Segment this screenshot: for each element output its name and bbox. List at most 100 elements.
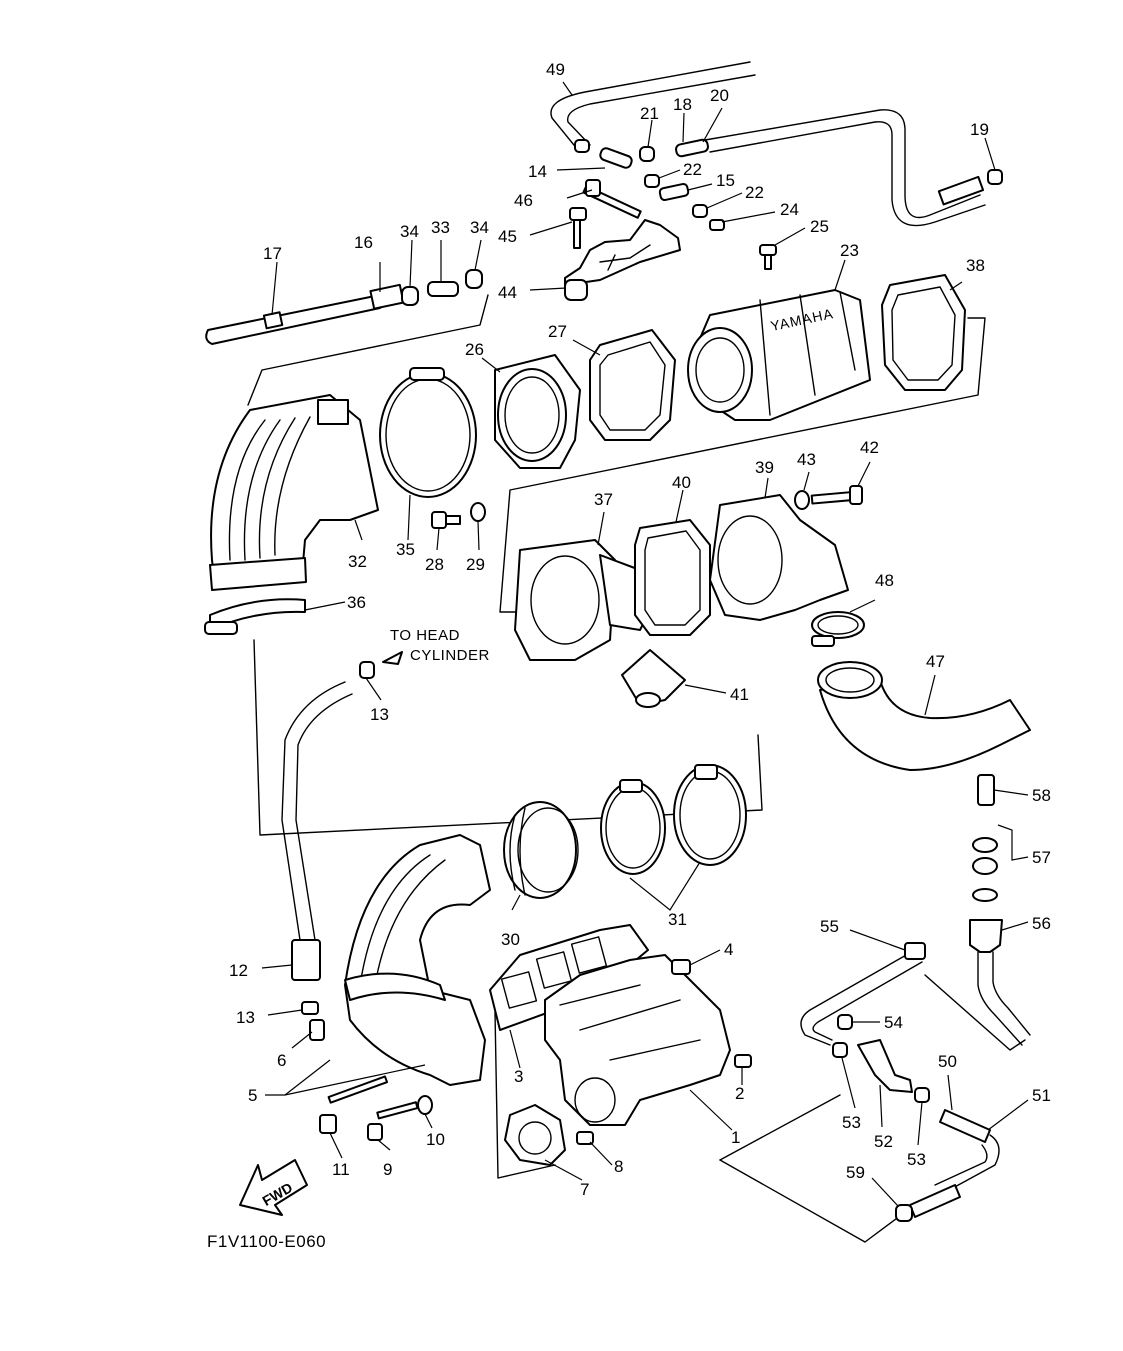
clamp-31a (600, 781, 666, 875)
callout-18: 18 (673, 95, 692, 114)
callout-51: 51 (1032, 1086, 1051, 1105)
callout-37: 37 (594, 490, 613, 509)
callout-48: 48 (875, 571, 894, 590)
callout-45: 45 (498, 227, 517, 246)
bolt-28-shaft (445, 515, 461, 525)
clamp-53a (832, 1042, 848, 1058)
gasket-3 (489, 924, 649, 1031)
fitting-58 (977, 774, 995, 806)
clamp-21 (639, 146, 655, 162)
gasket-38 (881, 274, 966, 391)
callout-29: 29 (466, 555, 485, 574)
chamber-39-ring (717, 515, 783, 605)
clamp-48-screw (811, 635, 835, 647)
callout-1: 1 (731, 1128, 740, 1147)
bolt-11-head (319, 1114, 337, 1134)
manifold-1 (544, 954, 731, 1126)
clamp-22b (692, 204, 708, 218)
callout-46: 46 (514, 191, 533, 210)
muffler-23-outlet (687, 327, 753, 413)
callout-44: 44 (498, 283, 517, 302)
clamp-53b (914, 1087, 930, 1103)
callout-10: 10 (426, 1130, 445, 1149)
callout-4: 4 (724, 940, 733, 959)
callout-23: 23 (840, 241, 859, 260)
elbow-5-flange (344, 972, 446, 1001)
bolt-42 (810, 491, 854, 505)
gasket-7-hole (518, 1121, 552, 1155)
clamp-59 (895, 1204, 913, 1222)
callout-57: 57 (1032, 848, 1051, 867)
group-line-hose (924, 974, 1026, 1051)
gasket-3-port-a (500, 971, 538, 1009)
gasket-27-inner (599, 341, 666, 431)
clamp-19 (987, 169, 1003, 185)
hose-20-run-inner (709, 121, 986, 227)
callout-42: 42 (860, 438, 879, 457)
manifold-1-detail (559, 984, 701, 1061)
gasket-40-inner (644, 530, 701, 626)
gasket-7 (504, 1104, 566, 1166)
bracket-44 (564, 219, 681, 286)
callout-52: 52 (874, 1132, 893, 1151)
callout-11: 11 (332, 1160, 350, 1179)
callout-58: 58 (1032, 786, 1051, 805)
hose-12-end (291, 939, 321, 981)
elbow-32-flange (209, 557, 307, 591)
callout-3: 3 (514, 1067, 523, 1086)
hose-51 (939, 1134, 1000, 1196)
callout-22a: 22 (683, 160, 702, 179)
nut-57b (972, 857, 998, 875)
flange-26-ring (497, 368, 567, 462)
fitting-56 (969, 919, 1003, 953)
hose-17 (205, 295, 381, 345)
hose-56-inner (992, 951, 1031, 1036)
clamp-34a (401, 286, 419, 306)
hose-12 (281, 681, 346, 976)
callout-36: 36 (347, 593, 366, 612)
hose-50 (939, 1109, 991, 1143)
bolt-25 (764, 254, 772, 270)
clamp-36-screw (204, 621, 238, 635)
sleeve-30-ribs (509, 807, 526, 896)
callout-12: 12 (229, 961, 248, 980)
callout-20: 20 (710, 86, 729, 105)
hose-12-inner (295, 693, 353, 976)
fwd-arrow (239, 1159, 308, 1216)
callout-34a: 34 (400, 222, 419, 241)
clamp-13-lower (301, 1001, 319, 1015)
clamp-31a-screw (619, 779, 643, 793)
callout-55: 55 (820, 917, 839, 936)
callout-22b: 22 (745, 183, 764, 202)
leader-lines (261, 81, 1029, 1207)
washer-43 (794, 490, 810, 510)
nipple-33 (427, 281, 459, 297)
pin-2 (734, 1054, 752, 1068)
clamp-35 (379, 372, 477, 498)
callout-33: 33 (431, 218, 450, 237)
clamp-54 (837, 1014, 853, 1030)
pin-8 (576, 1131, 594, 1145)
elbow-32-tab (317, 399, 349, 425)
callout-5: 5 (248, 1086, 257, 1105)
pipe-55 (800, 949, 916, 1046)
arrow-to-head (382, 651, 403, 665)
callout-9: 9 (383, 1160, 392, 1179)
pipe-55-end (904, 942, 926, 960)
hose-20-run (704, 109, 981, 219)
callout-17: 17 (263, 244, 282, 263)
callout-15: 15 (716, 171, 735, 190)
flange-26-inner (504, 376, 560, 454)
elbow-5 (344, 834, 491, 1086)
elbow-32-ribs (228, 416, 311, 561)
pipe-55-inner (812, 961, 923, 1041)
clamp-13-upper (359, 661, 375, 679)
bolt-9-head (367, 1123, 383, 1141)
fitting-15 (658, 182, 690, 202)
bolt-28 (431, 511, 447, 529)
hose-47-end-inner (825, 667, 875, 693)
callout-24: 24 (780, 200, 799, 219)
callout-28: 28 (425, 555, 444, 574)
bolt-45 (573, 219, 581, 249)
